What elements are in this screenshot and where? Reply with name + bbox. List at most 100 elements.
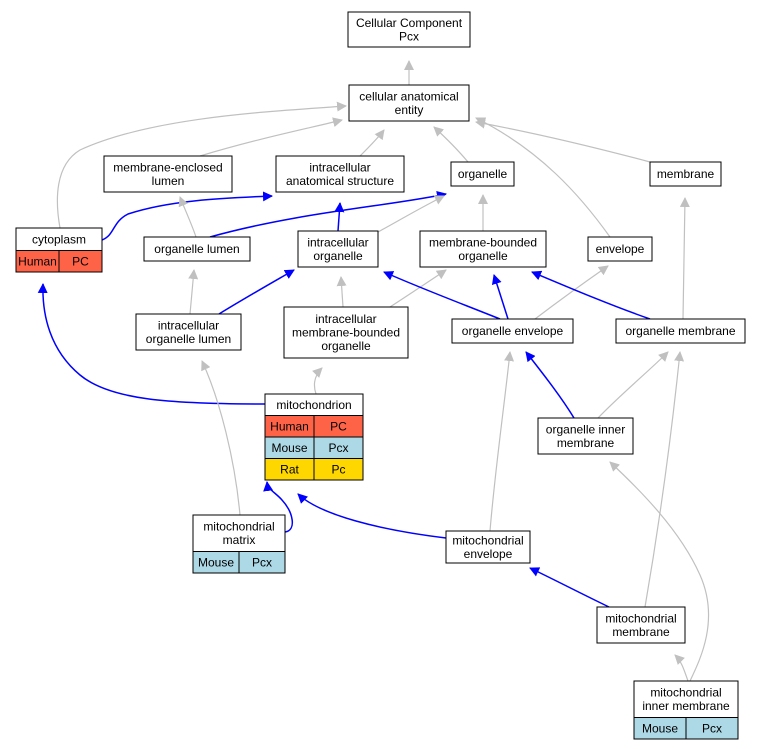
- node-label: membrane: [557, 436, 615, 450]
- edge-organelle-membrane-to-membrane: [679, 197, 690, 320]
- node-membrane[interactable]: membrane: [649, 161, 722, 187]
- edge-intracellular-organelle-to-organelle: [377, 195, 445, 233]
- edge-mitochondrial-membrane-to-mitochondrial-envelope: [529, 567, 610, 608]
- node-label: membrane-bounded: [292, 326, 400, 340]
- node-label: envelope: [464, 547, 513, 561]
- species-name: Rat: [280, 463, 299, 477]
- edge-intracellular-organelle-lumen-to-intracellular-organelle: [218, 269, 295, 315]
- edge-intracellular-membrane-bounded-organelle-to-intracellular-organelle: [336, 276, 347, 308]
- edge-cytoplasm-to-cellular-anatomical-entity: [56, 101, 347, 229]
- node-label: membrane-enclosed: [113, 160, 222, 174]
- gene-symbol: PC: [330, 420, 347, 434]
- edge-envelope-to-cellular-anatomical-entity: [475, 117, 611, 238]
- node-label: organelle envelope: [462, 324, 564, 338]
- node-label: lumen: [152, 174, 185, 188]
- node-organelle-lumen[interactable]: organelle lumen: [143, 236, 251, 262]
- node-label: organelle lumen: [154, 242, 239, 256]
- node-label: organelle: [313, 249, 363, 263]
- node-organelle-membrane[interactable]: organelle membrane: [615, 318, 746, 344]
- node-label: membrane-bounded: [429, 235, 537, 249]
- edge-membrane-to-cellular-anatomical-entity: [475, 118, 651, 163]
- node-label: membrane: [657, 167, 715, 181]
- node-label: organelle: [321, 339, 371, 353]
- node-label: cellular anatomical: [359, 89, 458, 103]
- node-label: cytoplasm: [32, 232, 86, 246]
- edge-mitochondrial-envelope-to-organelle-envelope: [489, 351, 515, 532]
- edge-mitochondrial-inner-membrane-to-organelle-inner-membrane: [609, 461, 710, 682]
- node-label: intracellular: [158, 318, 219, 332]
- edge-intracellular-anatomical-structure-to-cellular-anatomical-entity: [359, 129, 385, 157]
- edge-organelle-envelope-to-envelope: [534, 265, 609, 320]
- edge-mitochondrial-envelope-to-mitochondrion: [297, 493, 447, 539]
- edge-organelle-lumen-to-membrane-enclosed-lumen: [178, 196, 197, 238]
- edge-organelle-envelope-to-membrane-bounded-organelle: [491, 274, 509, 320]
- node-label: organelle: [458, 167, 508, 181]
- node-label: anatomical structure: [286, 174, 394, 188]
- node-label: inner membrane: [642, 699, 730, 713]
- edge-mitochondrial-matrix-to-mitochondrion: [263, 481, 293, 533]
- node-organelle[interactable]: organelle: [450, 161, 515, 187]
- species-row-mouse: Mouse Pcx: [264, 436, 364, 459]
- node-label: Pcx: [399, 29, 419, 43]
- node-label: organelle: [458, 249, 508, 263]
- node-label: mitochondrion: [276, 398, 351, 412]
- edge-cytoplasm-to-intracellular-anatomical-structure: [101, 191, 273, 241]
- node-label: organelle lumen: [146, 332, 231, 346]
- edge-intracellular-membrane-bounded-organelle-to-membrane-bounded-organelle: [389, 269, 447, 308]
- node-label: mitochondrial: [203, 520, 274, 534]
- edge-intracellular-organelle-to-intracellular-anatomical-structure: [334, 202, 345, 232]
- edge-intracellular-organelle-lumen-to-organelle-lumen: [188, 269, 199, 315]
- edge-mitochondrial-matrix-to-intracellular-organelle-lumen: [201, 360, 241, 516]
- species-name: Mouse: [198, 556, 234, 570]
- edge-membrane-enclosed-lumen-to-cellular-anatomical-entity: [199, 117, 343, 157]
- node-label: entity: [395, 103, 424, 117]
- node-label: intracellular: [307, 235, 368, 249]
- node-label: organelle membrane: [625, 324, 735, 338]
- edge-organelle-to-cellular-anatomical-entity: [433, 126, 469, 163]
- species-name: Human: [270, 420, 309, 434]
- species-name: Human: [18, 255, 57, 269]
- species-row-human: Human PC: [264, 415, 364, 438]
- node-label: envelope: [596, 242, 645, 256]
- node-label: mitochondrial: [650, 686, 721, 700]
- node-label: matrix: [223, 533, 256, 547]
- gene-symbol: Pcx: [252, 556, 272, 570]
- node-label: membrane: [612, 625, 670, 639]
- edge-mitochondrion-to-intracellular-membrane-bounded-organelle: [312, 367, 323, 395]
- gene-symbol: Pcx: [328, 441, 348, 455]
- edge-mitochondrion-to-cytoplasm: [37, 283, 266, 405]
- node-label: intracellular: [309, 160, 370, 174]
- node-label: mitochondrial: [452, 533, 523, 547]
- edge-organelle-inner-membrane-to-organelle-membrane: [597, 351, 669, 419]
- edge-organelle-membrane-to-membrane-bounded-organelle: [531, 270, 651, 320]
- node-label: intracellular: [315, 312, 376, 326]
- species-row-human: Human PC: [15, 250, 103, 273]
- edge-organelle-inner-membrane-to-organelle-envelope: [525, 351, 575, 419]
- gene-symbol: PC: [72, 255, 89, 269]
- edges-layer: [37, 60, 710, 682]
- node-envelope[interactable]: envelope: [587, 236, 653, 262]
- gene-symbol: Pc: [331, 463, 345, 477]
- species-name: Mouse: [271, 441, 307, 455]
- edge-mitochondrial-inner-membrane-to-mitochondrial-membrane: [674, 654, 689, 682]
- edge-organelle-envelope-to-intracellular-organelle: [383, 271, 501, 320]
- node-organelle-envelope[interactable]: organelle envelope: [451, 318, 574, 344]
- edge-mitochondrial-membrane-to-organelle-membrane: [644, 351, 685, 608]
